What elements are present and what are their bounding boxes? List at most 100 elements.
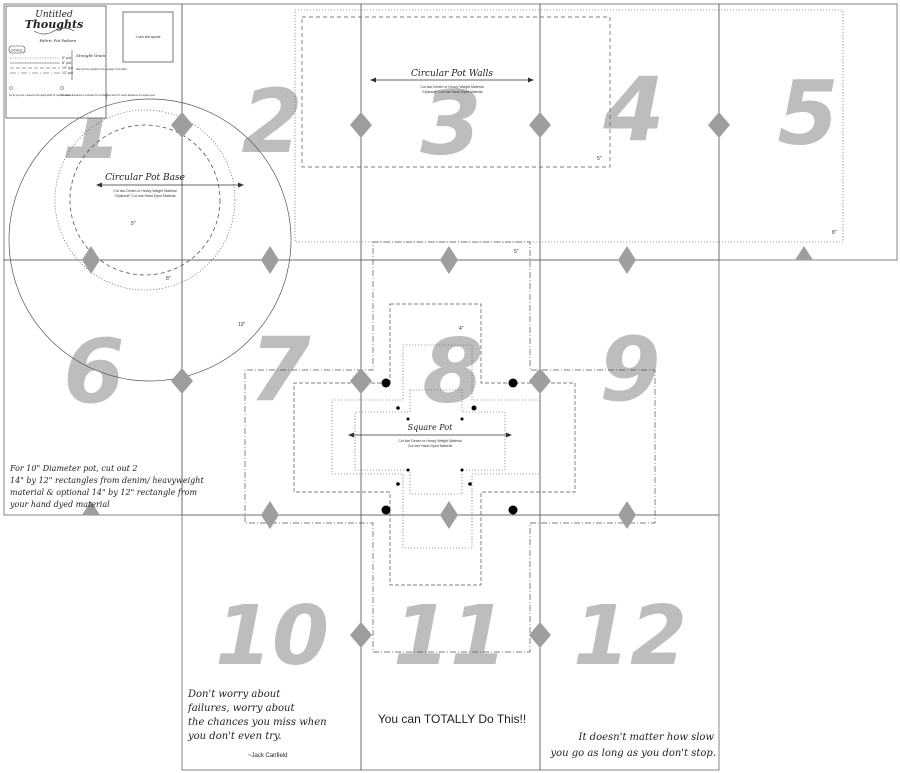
quote1-line-1: Don't worry about xyxy=(187,689,281,700)
alignment-diamonds xyxy=(82,112,813,648)
diamond-marker xyxy=(708,112,730,138)
diamond-marker xyxy=(82,501,100,515)
quote1-line-3: the chances you miss when xyxy=(188,717,327,728)
tile-number-9: 9 xyxy=(599,318,660,421)
square-outline-10 xyxy=(293,303,576,586)
circular-walls-line2: *Optional* Cut one Hand Dyed Material xyxy=(422,90,483,94)
square-outline-8 xyxy=(331,344,541,549)
circular-base-dim-inner: 5" xyxy=(131,221,136,227)
legend-subtitle: Fabric Pot Pattern xyxy=(39,38,77,43)
scale-square: 1 inch test square xyxy=(122,11,174,63)
diamond-marker xyxy=(795,246,813,260)
marker-dot-small xyxy=(471,405,477,411)
legend-label-5: 5" pot xyxy=(62,56,71,60)
circular-walls-dim-a: 5" xyxy=(597,156,602,162)
marker-dot xyxy=(381,505,391,515)
square-pot-dim-b: 4" xyxy=(459,326,464,332)
base-outline-5 xyxy=(69,124,221,276)
square-pot-arrow-right xyxy=(506,432,512,438)
diamond-marker xyxy=(529,622,551,648)
square-pot xyxy=(244,241,656,653)
instructions-line-1: For 10" Diameter pot, cut out 2 xyxy=(9,464,138,473)
diamond-marker xyxy=(618,501,636,529)
diamond-marker xyxy=(350,622,372,648)
diamond-marker xyxy=(529,368,551,394)
tile-number-10: 10 xyxy=(215,589,329,684)
circular-base-dim-outer: 10" xyxy=(238,322,246,328)
circular-walls-arrow-right xyxy=(528,77,534,83)
scale-badge xyxy=(8,45,26,54)
diamond-marker xyxy=(440,501,458,529)
base-outline-8 xyxy=(54,109,236,291)
square-pot-arrow-left xyxy=(348,432,354,438)
diamond-marker xyxy=(440,246,458,274)
legend-box: Untitled Thoughts Fabric Pot Pattern SCA… xyxy=(5,5,156,119)
diamond-marker xyxy=(261,246,279,274)
instructions-line-4: your hand dyed material xyxy=(9,500,110,509)
square-pot-dim-a: 5" xyxy=(514,249,519,255)
scale-square-label: 1 inch test square xyxy=(135,35,160,39)
instructions-line-2: 14" by 12" rectangles from denim/ heavyw… xyxy=(10,476,204,485)
circular-base-line2: *Optional* Cut one Hand Dyed Material xyxy=(115,194,176,198)
circular-walls-title: Circular Pot Walls xyxy=(411,69,493,79)
circular-pot-base xyxy=(8,98,292,382)
walls-outline-outer xyxy=(294,9,844,243)
instructions: For 10" Diameter pot, cut out 2 14" by 1… xyxy=(9,464,204,509)
legend-note-right: 1/2" seam allowance is included for circ… xyxy=(60,94,156,97)
tile-number-5: 5 xyxy=(777,62,838,165)
straight-grain-label: Straight Grain xyxy=(76,53,106,58)
diamond-marker xyxy=(171,368,193,394)
legend-label-8: 8" pot xyxy=(62,61,71,65)
circular-base-dim-mid: 8" xyxy=(166,276,171,282)
circular-base-arrow-right xyxy=(238,182,244,188)
square-pot-line1: Cut two Denim or Heavy Weight Material xyxy=(398,439,461,443)
tile-numbers: 1 2 3 4 5 6 7 8 9 10 11 12 xyxy=(61,58,838,684)
legend-label-10: 10" pot xyxy=(62,66,73,70)
quote1-line-4: you don't even try. xyxy=(187,731,282,742)
note-bullet-right xyxy=(60,86,64,90)
quote1-line-2: failures, worry about xyxy=(187,703,295,714)
marker-dot-small xyxy=(406,468,410,472)
tile-number-11: 11 xyxy=(393,589,507,684)
marker-dot-small xyxy=(460,468,464,472)
marker-dot-small xyxy=(468,482,472,486)
circular-base-title: Circular Pot Base xyxy=(105,173,185,183)
tile-number-6: 6 xyxy=(63,320,124,423)
quote-canfield: Don't worry about failures, worry about … xyxy=(187,689,327,759)
diamond-marker xyxy=(350,368,372,394)
square-pot-title: Square Pot xyxy=(408,423,454,432)
logo-line2: Thoughts xyxy=(25,18,83,31)
circular-walls-dim-b: 8" xyxy=(832,230,837,236)
diamond-marker xyxy=(82,246,100,274)
diamond-marker xyxy=(350,112,372,138)
walls-outline-inner xyxy=(301,16,611,168)
marker-dot-small xyxy=(406,417,410,421)
quote3-line-2: you go as long as you don't stop. xyxy=(549,748,716,759)
circular-walls-arrow-left xyxy=(370,77,376,83)
diamond-marker xyxy=(529,112,551,138)
diamond-marker xyxy=(261,501,279,529)
logo-flourish xyxy=(33,27,75,35)
circular-base-arrow-left xyxy=(96,182,102,188)
square-outline-12 xyxy=(244,241,656,653)
tile-number-4: 4 xyxy=(602,58,664,161)
tile-number-12: 12 xyxy=(573,589,687,684)
tile-number-3: 3 xyxy=(420,72,481,175)
tile-number-2: 2 xyxy=(241,70,302,173)
diamond-marker xyxy=(171,112,193,138)
note-bullet-left xyxy=(9,86,13,90)
marker-dot xyxy=(381,378,391,388)
circular-base-line1: Cut two Denim or Heavy Weight Material xyxy=(113,189,176,193)
circular-walls-line1: Cut two Denim or Heavy Weight Material xyxy=(420,85,483,89)
quote1-author: ~Jack Canfield xyxy=(248,753,288,759)
marker-dot xyxy=(508,378,518,388)
grain-note: Align this line parallel to the selvage … xyxy=(76,68,128,71)
base-outline-10 xyxy=(8,98,292,382)
legend-note-left: Go by pot size, measure the height width… xyxy=(9,94,71,97)
marker-dot xyxy=(508,505,518,515)
quote-slow: It doesn't matter how slow you go as lon… xyxy=(549,732,716,759)
square-pot-line2: Cut one Hand Dyed Material xyxy=(408,444,452,448)
quote3-line-1: It doesn't matter how slow xyxy=(578,732,715,743)
marker-dot-small xyxy=(396,406,400,410)
